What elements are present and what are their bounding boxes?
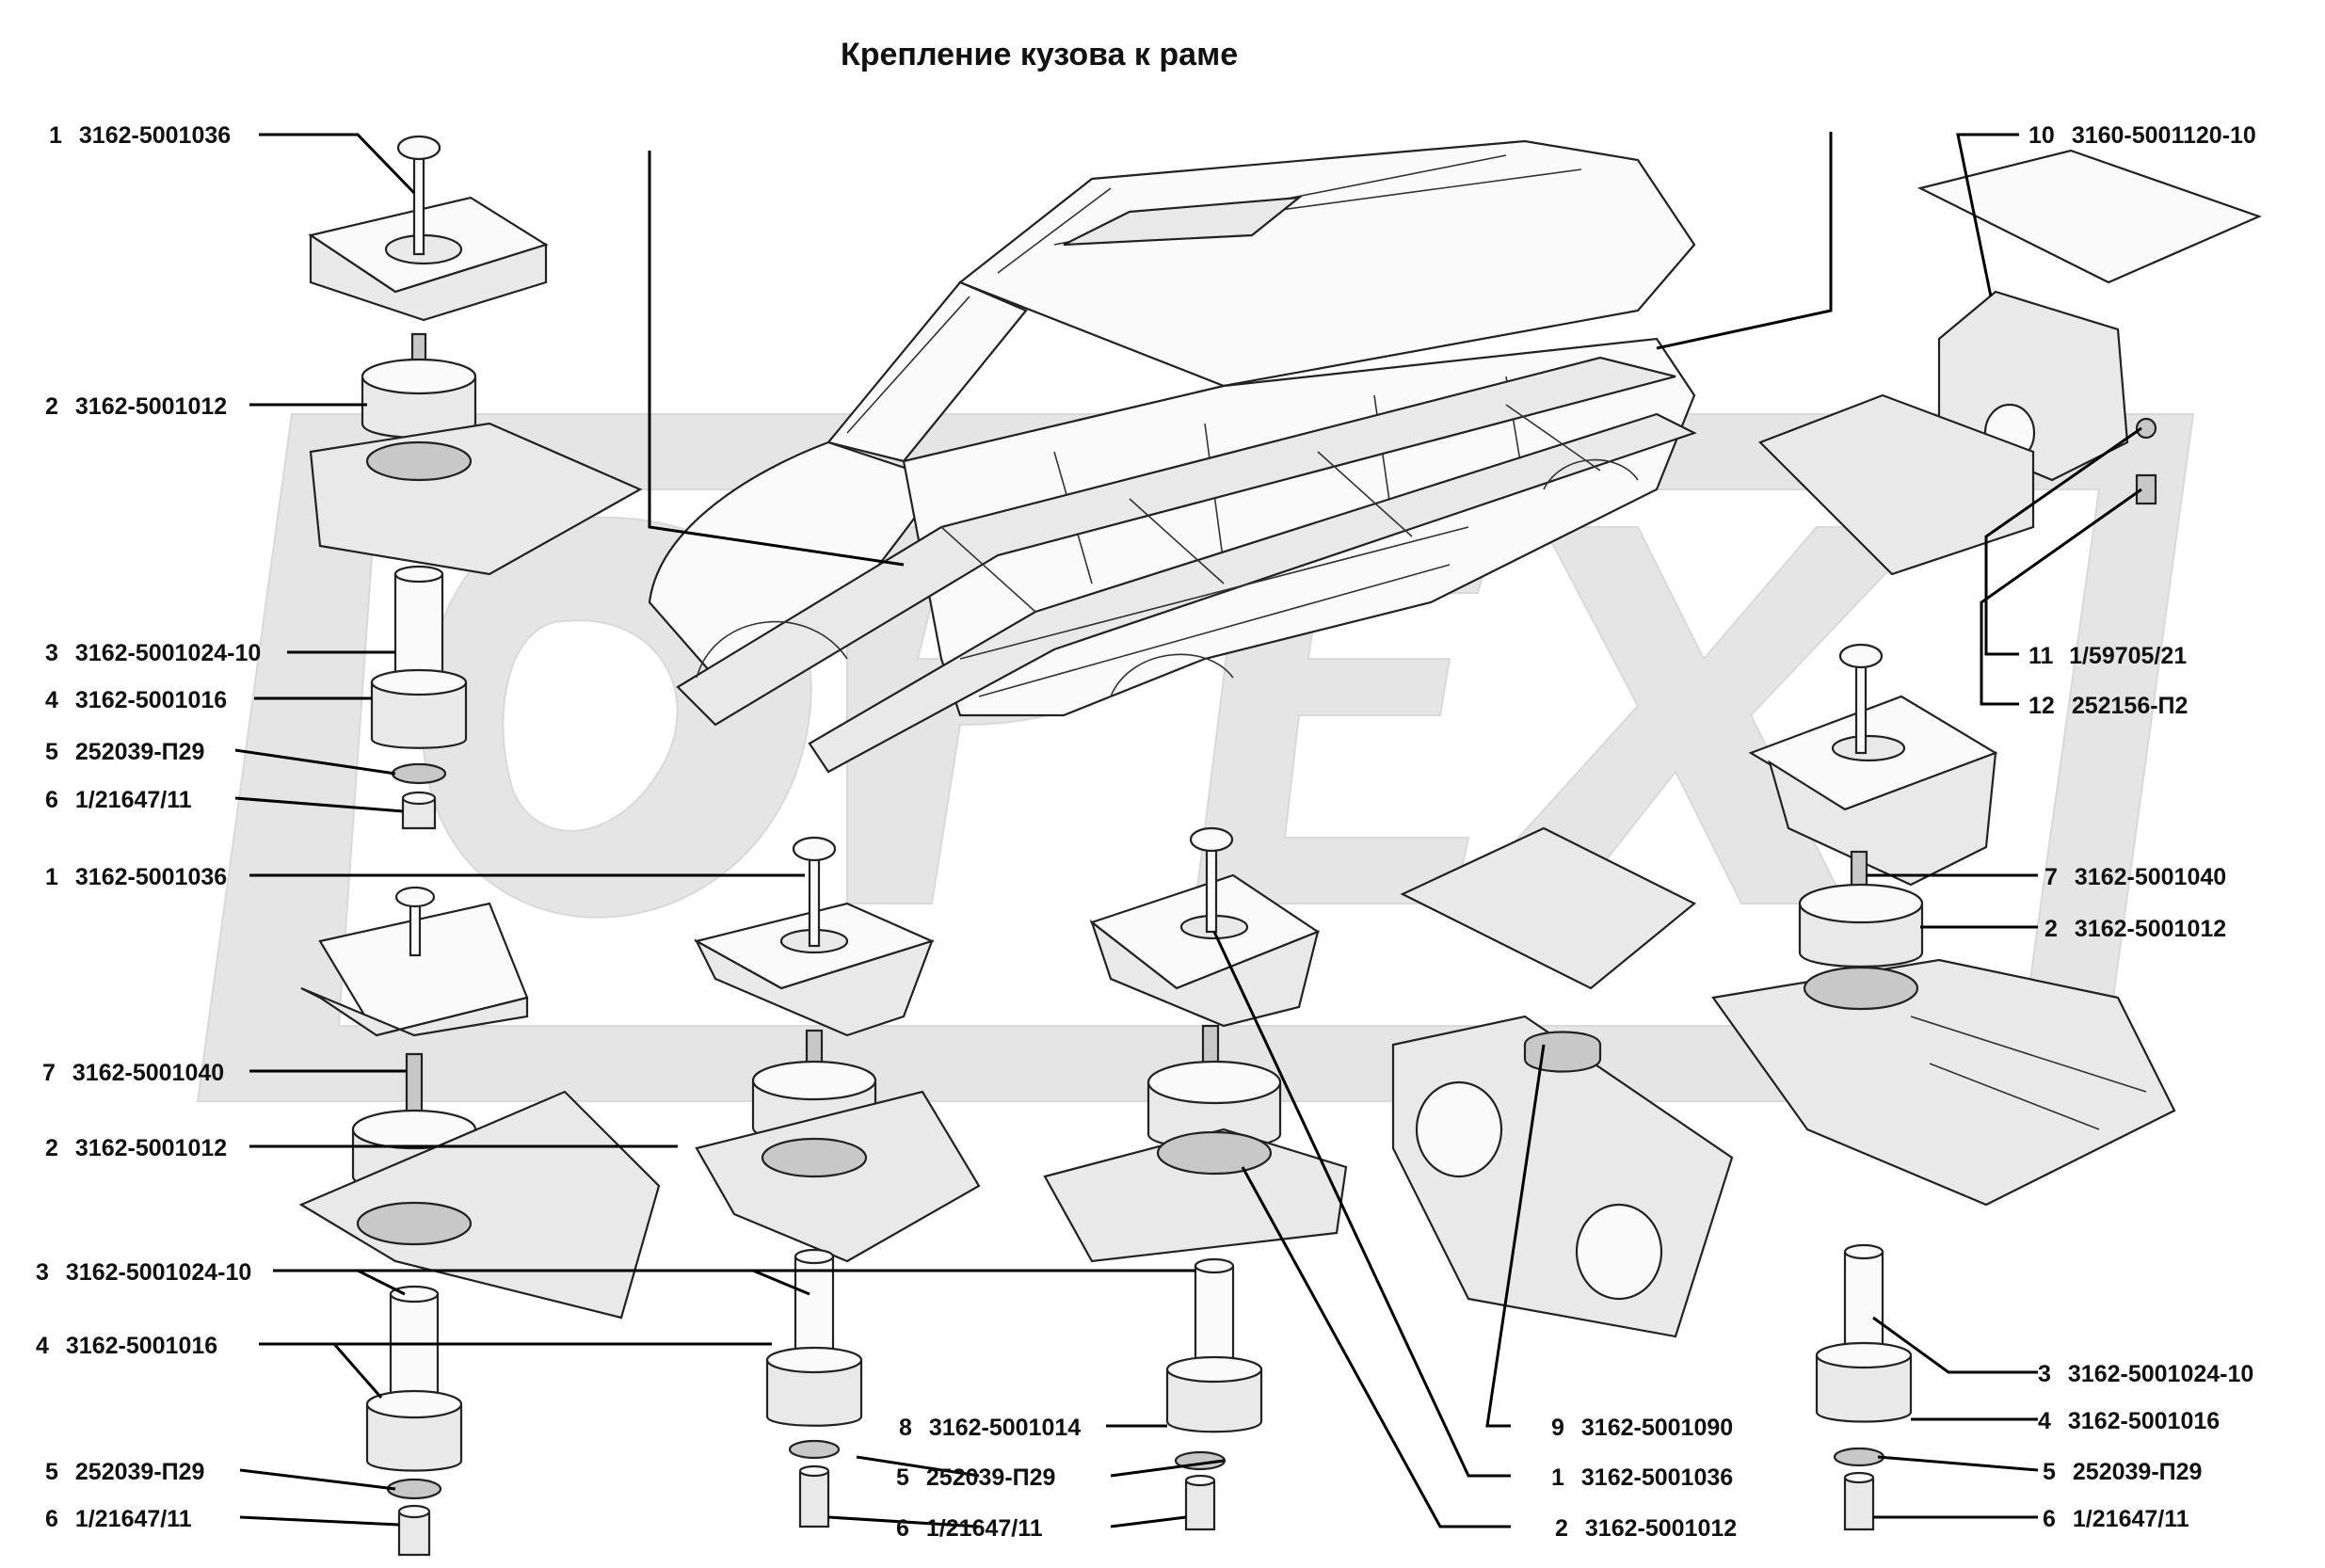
- leader-lines: [234, 132, 2142, 1528]
- mount-assembly-center-right: [1043, 826, 1348, 1531]
- rear-bracket-item10: [1758, 149, 2263, 576]
- diagram-title: Крепление кузова к раме: [841, 37, 1238, 72]
- mount-assembly-rear: [1711, 643, 2176, 1531]
- mount-assembly-center: [694, 836, 981, 1528]
- mount-assembly-left-center: [298, 886, 661, 1557]
- vehicle-body-frame: [648, 139, 1697, 774]
- mount-assembly-front: [308, 135, 643, 830]
- frame-bracket-center: [1391, 826, 1734, 1338]
